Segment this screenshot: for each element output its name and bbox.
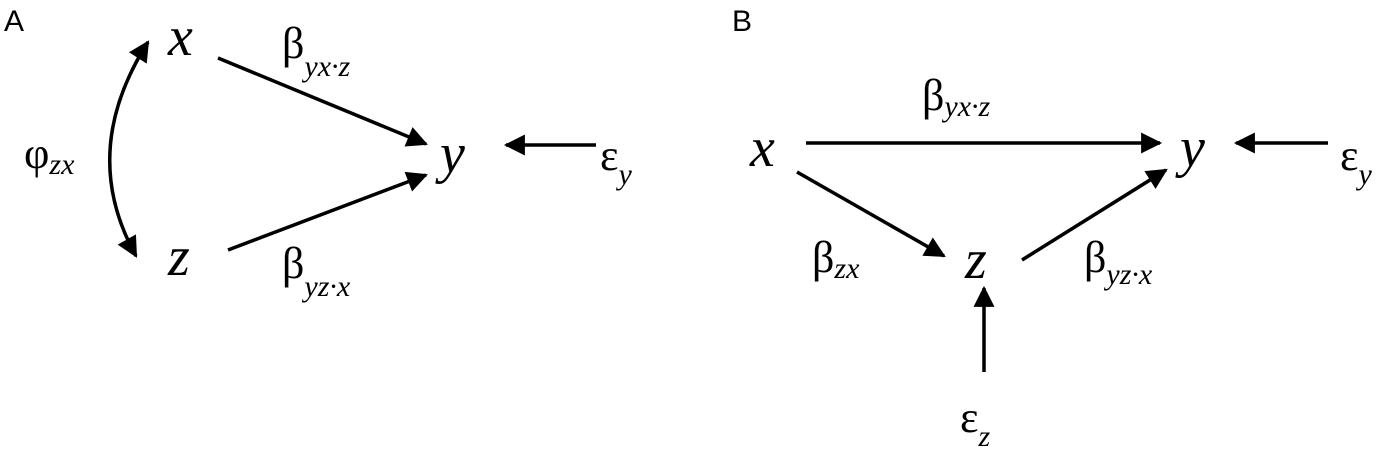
panel-b-label: B <box>732 5 752 38</box>
panel-a-label: A <box>4 5 24 38</box>
panel-a-node-x: x <box>167 6 193 68</box>
panel-b-label-epsilon-y: εy <box>1340 131 1372 191</box>
panel-a-label-beta-yz-x: βyz·x <box>282 239 351 303</box>
panel-a-node-y: y <box>435 123 465 185</box>
panel-b-label-beta-yz-x: βyz·x <box>1084 233 1153 291</box>
panel-b-label-beta-yx-z: βyx·z <box>922 71 991 123</box>
panel-b-label-beta-zx: βzx <box>812 233 860 285</box>
panel-b-node-z: z <box>964 229 987 291</box>
panel-a: A x z y φzx βyx·z βyz·x εy <box>4 5 632 303</box>
panel-a-label-phi-zx: φzx <box>24 129 75 181</box>
panel-b-label-epsilon-z: εz <box>960 393 990 453</box>
panel-b-arrow-z-to-y <box>1021 168 1168 262</box>
panel-a-label-beta-yx-z: βyx·z <box>282 19 351 83</box>
panel-b-node-y: y <box>1175 117 1205 179</box>
panel-a-label-epsilon-y: εy <box>600 131 632 191</box>
panel-b-node-x: x <box>749 117 775 179</box>
panel-a-arrow-z-to-y <box>227 171 428 252</box>
panel-a-arrow-x-to-y <box>217 56 428 147</box>
panel-a-correlation-arrow-zx <box>108 40 150 258</box>
panel-b-arrow-x-to-z <box>796 170 946 258</box>
panel-a-node-z: z <box>167 226 190 288</box>
panel-b: B x z y βyx·z βzx βyz·x εy εz <box>732 5 1372 453</box>
